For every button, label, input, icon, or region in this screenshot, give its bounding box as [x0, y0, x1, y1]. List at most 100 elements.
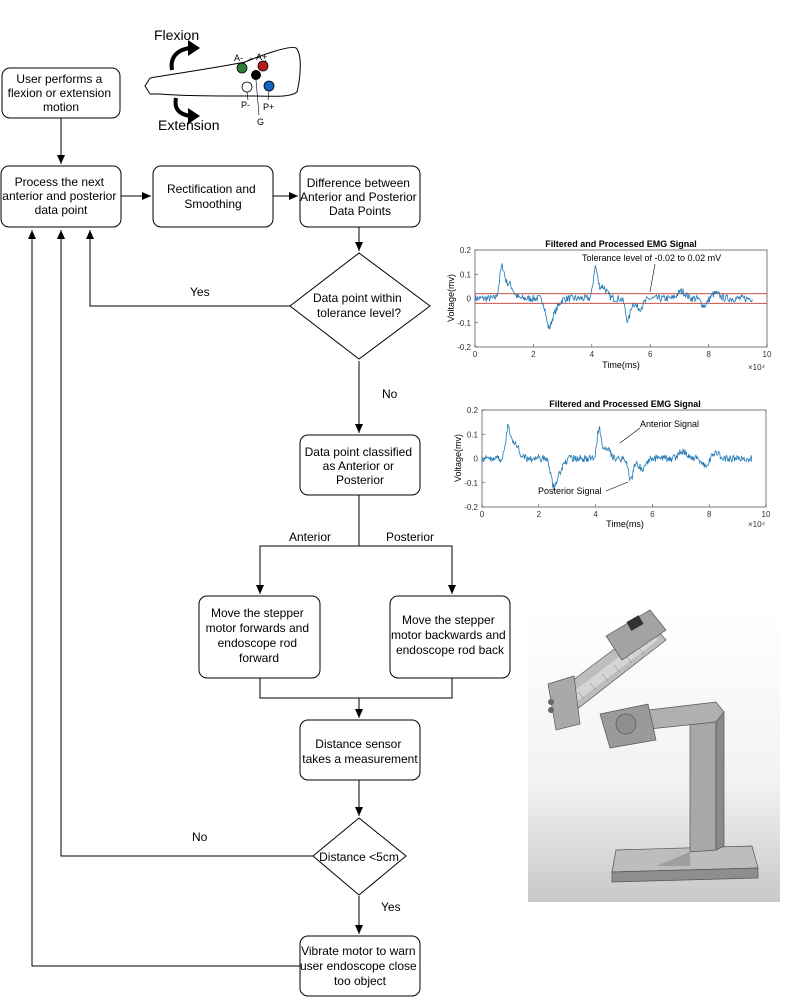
chart2-annotation-anterior: Anterior Signal — [640, 419, 699, 429]
node-start-line: motion — [43, 100, 79, 114]
node-forward-line: motor forwards and — [206, 621, 309, 635]
electrode-a-plus-label: A+ — [256, 52, 267, 62]
chart2-x-tick-label: 8 — [707, 510, 712, 519]
extension-arrow-icon — [173, 97, 191, 118]
node-forward-line: Move the stepper — [211, 606, 304, 620]
svg-text:Data point classified as: Data point classified as Anterior or Pos… — [305, 445, 416, 487]
node-classify-line: Data point classified — [305, 445, 412, 459]
node-difference: Difference between Anterior and Posterio… — [299, 165, 421, 228]
node-sensor-line: takes a measurement — [302, 752, 418, 766]
edge-label-no-tolerance: No — [382, 387, 398, 401]
node-sensor-line: Distance sensor — [315, 737, 401, 751]
electrode-ground-label: G — [257, 117, 264, 127]
edge-label-anterior: Anterior — [289, 530, 331, 544]
node-forward: Move the stepper motor forwards and endo… — [198, 595, 321, 679]
chart1-x-multiplier: ×10⁴ — [748, 363, 766, 372]
node-backward-line: motor backwards and — [391, 628, 506, 642]
svg-text:User performs a flexion: User performs a flexion or extension mot… — [8, 72, 115, 114]
node-difference-line: Difference between — [307, 176, 410, 190]
edge-label-yes-distance: Yes — [381, 900, 401, 914]
node-start-line: User performs a — [16, 72, 102, 86]
node-process-line: Process the next — [15, 175, 105, 189]
electrode-a-minus-label: A- — [234, 53, 243, 63]
chart2-x-tick-label: 6 — [650, 510, 655, 519]
chart2-xlabel: Time(ms) — [606, 519, 644, 529]
node-vibrate-line: Vibrate motor to warn — [301, 944, 416, 958]
electrode-p-plus-label: P+ — [263, 102, 274, 112]
node-difference-line: Data Points — [329, 204, 391, 218]
chart1-y-tick-label: -0.1 — [457, 319, 471, 328]
emg-chart-2: Filtered and Processed EMG Signal 0.2 0.1… — [453, 399, 771, 529]
svg-text:Distance <5cm: Distance <5cm — [319, 850, 399, 864]
node-vibrate-line: too object — [334, 974, 387, 988]
chart1-y-tick-label: 0.2 — [460, 246, 472, 255]
chart1-x-tick-label: 2 — [531, 350, 536, 359]
chart1-x-tick-label: 8 — [706, 350, 711, 359]
chart2-y-tick-label: 0.1 — [467, 430, 479, 439]
chart2-x-tick-label: 0 — [480, 510, 485, 519]
node-rectify-line: Rectification and — [167, 182, 256, 196]
chart2-anterior-pointer — [619, 427, 641, 444]
chart2-y-tick-label: 0 — [474, 455, 479, 464]
edge-label-yes-tolerance: Yes — [190, 285, 210, 299]
node-tolerance-decision: Data point within tolerance level? — [289, 252, 431, 360]
electrode-p-plus-icon — [263, 80, 275, 92]
node-tolerance-line: Data point within — [313, 291, 402, 305]
chart2-y-tick-label: 0.2 — [467, 406, 479, 415]
chart2-y-tick-label: -0.2 — [464, 503, 478, 512]
node-classify: Data point classified as Anterior or Pos… — [299, 434, 421, 496]
chart1-x-tick-label: 4 — [590, 350, 595, 359]
node-sensor: Distance sensor takes a measurement — [299, 719, 421, 781]
electrode-ground-icon — [251, 70, 261, 80]
electrode-p-minus-label: P- — [241, 100, 250, 110]
edge-label-posterior: Posterior — [386, 530, 434, 544]
chart1-annotation-pointer — [649, 263, 656, 293]
node-forward-line: forward — [239, 651, 279, 665]
chart1-series-line — [474, 263, 753, 330]
node-start: User performs a flexion or extension mot… — [1, 67, 121, 119]
chart1-y-tick-label: -0.2 — [457, 343, 471, 352]
emg-chart-1: Filtered and Processed EMG Signal 0.2 0.1… — [446, 239, 772, 372]
node-classify-line: Posterior — [336, 473, 384, 487]
chart1-xlabel: Time(ms) — [602, 360, 640, 370]
svg-text:Distance sensor takes a: Distance sensor takes a measurement — [302, 737, 418, 766]
chart2-ylabel: Voltage(mv) — [453, 434, 463, 482]
electrode-a-plus-icon — [257, 60, 269, 72]
chart1-y-tick-label: 0.1 — [460, 270, 472, 279]
electrode-a-minus-icon — [236, 62, 248, 74]
chart1-title: Filtered and Processed EMG Signal — [545, 239, 697, 249]
svg-text:Rectification and Smooth: Rectification and Smoothing — [167, 182, 259, 211]
svg-text:Vibrate motor to warn us: Vibrate motor to warn user endoscope clo… — [300, 944, 420, 988]
node-backward: Move the stepper motor backwards and end… — [389, 595, 511, 679]
chart1-annotation: Tolerance level of -0.02 to 0.02 mV — [582, 253, 721, 263]
flexion-label: Flexion — [154, 27, 199, 43]
svg-text:Process the next anteri: Process the next anterior and posterior … — [2, 175, 119, 217]
chart2-x-tick-label: 10 — [762, 510, 771, 519]
chart2-annotation-posterior: Posterior Signal — [538, 486, 602, 496]
chart1-x-tick-label: 10 — [763, 350, 772, 359]
node-backward-line: Move the stepper — [402, 613, 495, 627]
svg-text:Difference between Anter: Difference between Anterior and Posterio… — [300, 176, 420, 218]
svg-text:Move the stepper motor b: Move the stepper motor backwards and end… — [391, 613, 509, 657]
node-difference-line: Anterior and Posterior — [300, 190, 417, 204]
node-process: Process the next anterior and posterior … — [0, 165, 122, 228]
chart2-x-multiplier: ×10⁴ — [748, 520, 766, 529]
svg-text:Data point within tolera: Data point within tolerance level? — [313, 291, 405, 320]
flow-connectors — [28, 118, 456, 967]
node-classify-line: as Anterior or — [323, 459, 394, 473]
chart2-y-tick-label: -0.1 — [464, 479, 478, 488]
arm-sketch: Flexion Extension A- A+ P- P+ G — [144, 27, 301, 133]
node-rectify-line: Smoothing — [184, 197, 241, 211]
node-forward-line: endoscope rod — [218, 636, 297, 650]
node-vibrate: Vibrate motor to warn user endoscope clo… — [299, 935, 421, 997]
chart1-x-tick-label: 0 — [473, 350, 478, 359]
chart2-x-tick-label: 2 — [537, 510, 542, 519]
node-process-line: anterior and posterior — [2, 189, 116, 203]
chart2-title: Filtered and Processed EMG Signal — [549, 399, 701, 409]
node-distance-line: Distance <5cm — [319, 850, 399, 864]
node-process-line: data point — [35, 203, 88, 217]
device-render-image — [528, 606, 780, 902]
chart1-ylabel: Voltage(mv) — [446, 274, 456, 322]
edge-label-no-distance: No — [192, 830, 208, 844]
